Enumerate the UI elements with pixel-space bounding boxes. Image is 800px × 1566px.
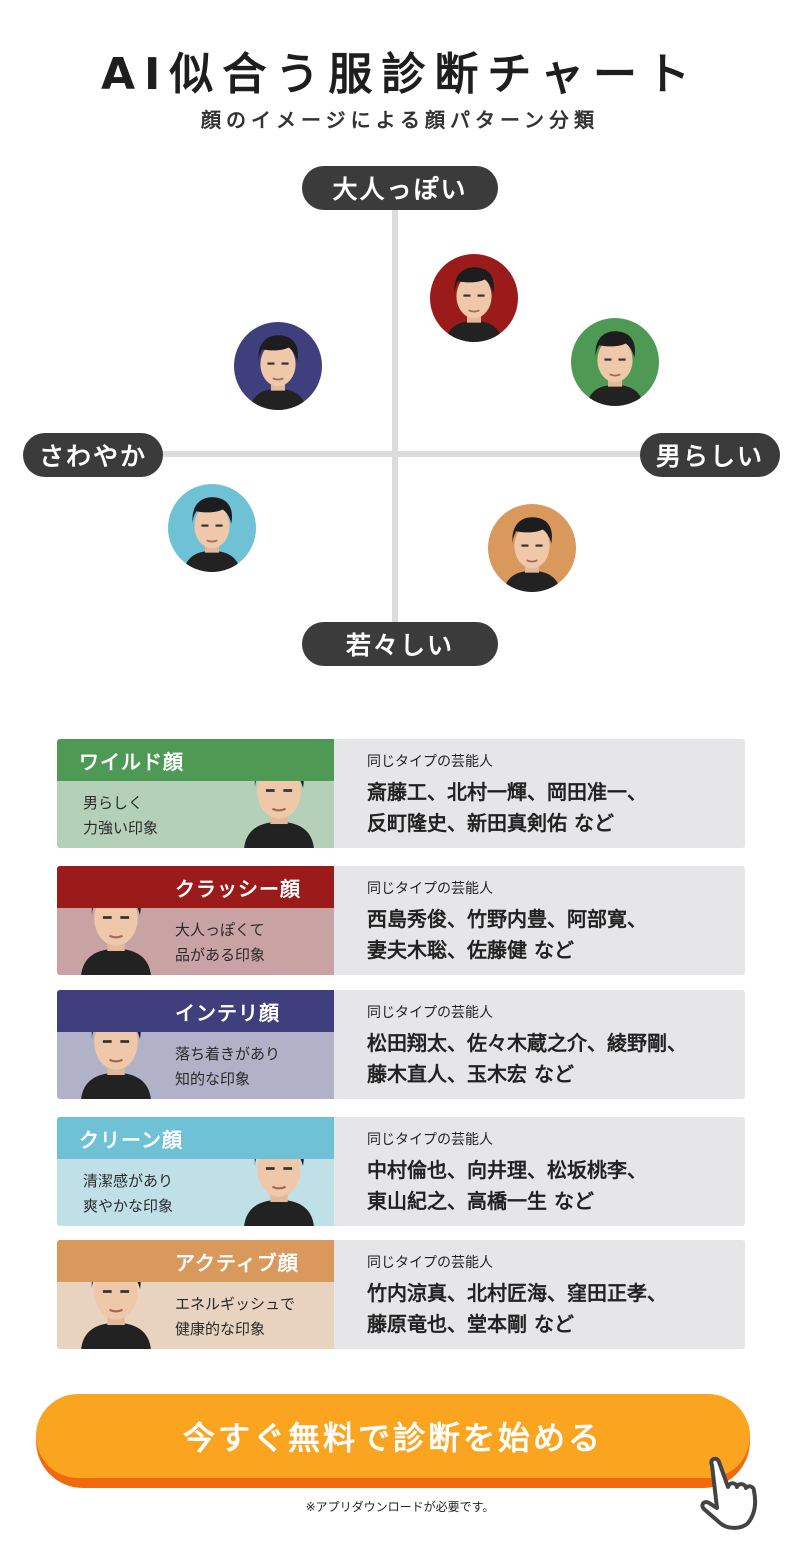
card-type-panel: クラッシー顔大人っぽくて品がある印象 — [57, 866, 334, 975]
description-line: 爽やかな印象 — [83, 1197, 174, 1215]
card-type-description: 大人っぽくて品がある印象 — [175, 918, 265, 968]
celebrity-panel: 同じタイプの芸能人松田翔太、佐々木蔵之介、綾野剛、藤木直人、玉木宏 など — [334, 990, 745, 1099]
face-type-card-clean: クリーン顔清潔感があり爽やかな印象同じタイプの芸能人中村倫也、向井理、松坂桃李、… — [57, 1117, 745, 1226]
portrait-icon — [571, 318, 659, 406]
card-type-name: インテリ顔 — [175, 1000, 280, 1025]
celebrity-names: 竹内涼真、北村匠海、窪田正孝、藤原竜也、堂本剛 など — [367, 1278, 727, 1340]
card-type-header: インテリ顔 — [57, 990, 334, 1032]
names-line: 反町隆史、新田真剣佑 など — [367, 811, 614, 835]
names-line: 竹内涼真、北村匠海、窪田正孝、 — [367, 1281, 667, 1305]
portrait-icon — [234, 322, 322, 410]
names-line: 松田翔太、佐々木蔵之介、綾野剛、 — [367, 1031, 687, 1055]
card-type-panel: アクティブ顔エネルギッシュで健康的な印象 — [57, 1240, 334, 1349]
names-line: 藤原竜也、堂本剛 など — [367, 1312, 574, 1336]
description-line: 知的な印象 — [175, 1070, 251, 1088]
celebrity-panel: 同じタイプの芸能人斎藤工、北村一輝、岡田准一、反町隆史、新田真剣佑 など — [334, 739, 745, 848]
names-line: 中村倫也、向井理、松坂桃李、 — [367, 1158, 647, 1182]
card-type-panel: インテリ顔落ち着きがあり知的な印象 — [57, 990, 334, 1099]
celebrity-names: 松田翔太、佐々木蔵之介、綾野剛、藤木直人、玉木宏 など — [367, 1028, 727, 1090]
vertical-axis — [392, 185, 398, 645]
portrait-icon — [168, 484, 256, 572]
portrait-icon — [488, 504, 576, 592]
intelli-face-avatar — [234, 322, 322, 410]
active-face-avatar — [488, 504, 576, 592]
card-type-name: クリーン顔 — [79, 1127, 183, 1152]
start-diagnosis-button[interactable]: 今すぐ無料で診断を始める — [36, 1394, 750, 1478]
card-type-header: クラッシー顔 — [57, 866, 334, 908]
face-type-card-classy: クラッシー顔大人っぽくて品がある印象同じタイプの芸能人西島秀俊、竹野内豊、阿部寛… — [57, 866, 745, 975]
wild-face-avatar — [571, 318, 659, 406]
page-title: AI似合う服診断チャート — [101, 49, 699, 100]
celebrity-panel: 同じタイプの芸能人中村倫也、向井理、松坂桃李、東山紀之、高橋一生 など — [334, 1117, 745, 1226]
names-line: 斎藤工、北村一輝、岡田准一、 — [367, 780, 647, 804]
card-type-header: ワイルド顔 — [57, 739, 334, 781]
axis-label-right: 男らしい — [640, 433, 780, 477]
description-line: 清潔感があり — [83, 1172, 174, 1190]
celebrity-names: 中村倫也、向井理、松坂桃李、東山紀之、高橋一生 など — [367, 1155, 727, 1217]
card-type-description: 男らしく力強い印象 — [83, 791, 158, 841]
names-line: 西島秀俊、竹野内豊、阿部寛、 — [367, 907, 647, 931]
celebrity-panel: 同じタイプの芸能人西島秀俊、竹野内豊、阿部寛、妻夫木聡、佐藤健 など — [334, 866, 745, 975]
description-line: 力強い印象 — [83, 819, 159, 837]
card-type-name: ワイルド顔 — [79, 749, 184, 774]
face-type-card-active: アクティブ顔エネルギッシュで健康的な印象同じタイプの芸能人竹内涼真、北村匠海、窪… — [57, 1240, 745, 1349]
card-type-panel: クリーン顔清潔感があり爽やかな印象 — [57, 1117, 334, 1226]
description-line: 健康的な印象 — [175, 1320, 266, 1338]
axis-label-left: さわやか — [23, 433, 163, 477]
celebrity-label: 同じタイプの芸能人 — [367, 1005, 493, 1021]
description-line: 大人っぽくて — [175, 921, 265, 939]
card-type-name: アクティブ顔 — [175, 1250, 299, 1275]
card-type-description: 清潔感があり爽やかな印象 — [83, 1169, 173, 1219]
celebrity-label: 同じタイプの芸能人 — [367, 1255, 493, 1271]
download-note: ※アプリダウンロードが必要です。 — [305, 1500, 495, 1514]
names-line: 妻夫木聡、佐藤健 など — [367, 938, 574, 962]
names-line: 東山紀之、高橋一生 など — [367, 1189, 594, 1213]
horizontal-axis — [100, 451, 700, 457]
card-type-panel: ワイルド顔男らしく力強い印象 — [57, 739, 334, 848]
face-type-card-wild: ワイルド顔男らしく力強い印象同じタイプの芸能人斎藤工、北村一輝、岡田准一、反町隆… — [57, 739, 745, 848]
pointing-hand-icon — [700, 1456, 758, 1530]
celebrity-panel: 同じタイプの芸能人竹内涼真、北村匠海、窪田正孝、藤原竜也、堂本剛 など — [334, 1240, 745, 1349]
card-type-name: クラッシー顔 — [175, 876, 301, 901]
card-type-description: エネルギッシュで健康的な印象 — [175, 1292, 295, 1342]
portrait-icon — [430, 254, 518, 342]
card-type-header: アクティブ顔 — [57, 1240, 334, 1282]
description-line: 落ち着きがあり — [175, 1045, 281, 1063]
axis-label-bottom: 若々しい — [302, 622, 498, 666]
card-type-header: クリーン顔 — [57, 1117, 334, 1159]
celebrity-label: 同じタイプの芸能人 — [367, 1132, 493, 1148]
celebrity-names: 斎藤工、北村一輝、岡田准一、反町隆史、新田真剣佑 など — [367, 777, 727, 839]
celebrity-label: 同じタイプの芸能人 — [367, 754, 493, 770]
classy-face-avatar — [430, 254, 518, 342]
celebrity-names: 西島秀俊、竹野内豊、阿部寛、妻夫木聡、佐藤健 など — [367, 904, 727, 966]
card-type-description: 落ち着きがあり知的な印象 — [175, 1042, 280, 1092]
face-type-card-intelli: インテリ顔落ち着きがあり知的な印象同じタイプの芸能人松田翔太、佐々木蔵之介、綾野… — [57, 990, 745, 1099]
clean-face-avatar — [168, 484, 256, 572]
page-subtitle: 顔のイメージによる顔パターン分類 — [201, 108, 599, 132]
description-line: 品がある印象 — [175, 946, 266, 964]
names-line: 藤木直人、玉木宏 など — [367, 1062, 574, 1086]
description-line: 男らしく — [83, 794, 144, 812]
axis-label-top: 大人っぽい — [302, 166, 498, 210]
description-line: エネルギッシュで — [175, 1295, 296, 1313]
celebrity-label: 同じタイプの芸能人 — [367, 881, 493, 897]
